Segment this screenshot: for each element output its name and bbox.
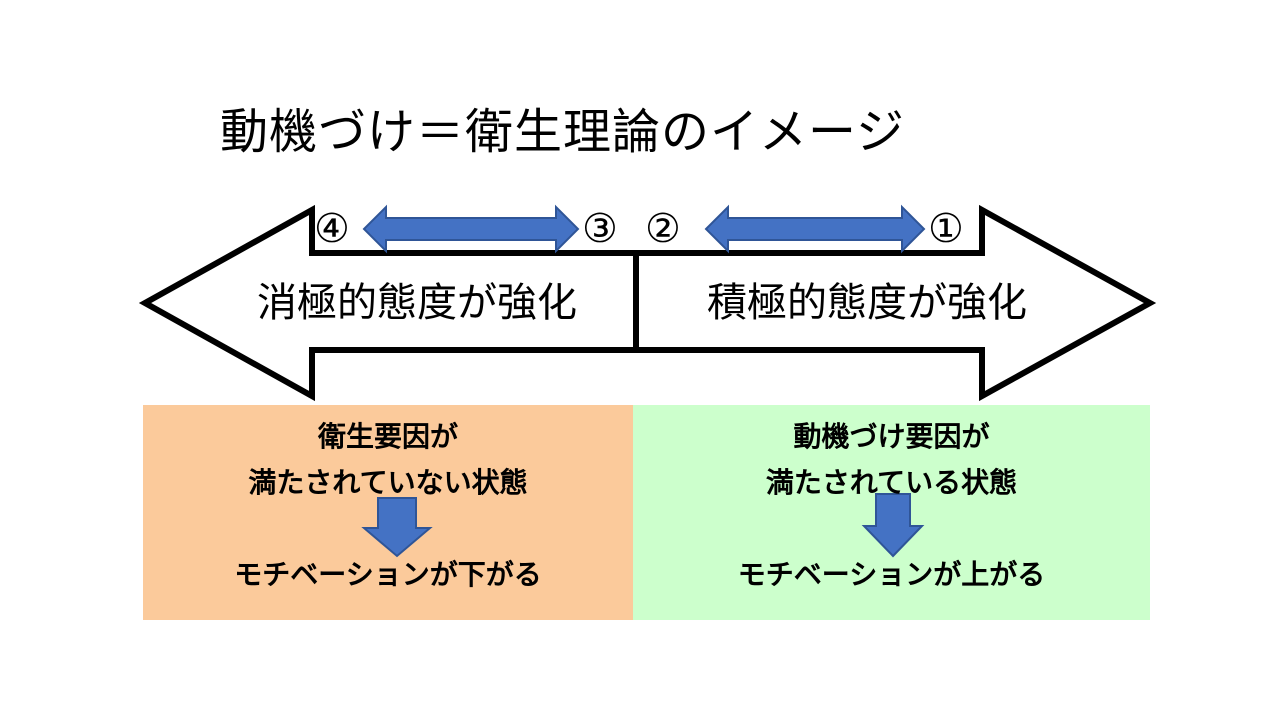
range-arrow-left [362, 204, 580, 254]
marker-2: ② [645, 206, 681, 252]
panel-motivation-line1: 動機づけ要因が [793, 420, 990, 453]
panel-hygiene: 衛生要因が 満たされていない状態 モチベーションが下がる [143, 405, 633, 620]
panel-hygiene-line1: 衛生要因が [317, 420, 458, 453]
panel-hygiene-result: モチベーションが下がる [234, 558, 542, 591]
panel-motivation-result: モチベーションが上がる [737, 558, 1046, 591]
panel-motivation: 動機づけ要因が 満たされている状態 モチベーションが上がる [633, 405, 1150, 620]
down-arrow-right [861, 493, 925, 558]
right-direction-arrow [633, 204, 1157, 402]
left-direction-arrow [138, 204, 639, 402]
range-arrow-right [704, 204, 926, 254]
marker-4: ④ [314, 206, 350, 252]
right-arrow-label: 積極的態度が強化 [707, 280, 1027, 326]
marker-1: ① [928, 206, 964, 252]
left-arrow-label: 消極的態度が強化 [257, 280, 577, 326]
down-arrow-left [361, 497, 433, 558]
panel-hygiene-line2: 満たされていない状態 [248, 466, 528, 499]
marker-3: ③ [582, 206, 618, 252]
panel-motivation-line2: 満たされている状態 [765, 466, 1018, 499]
diagram-title: 動機づけ＝衛生理論のイメージ [220, 104, 906, 160]
